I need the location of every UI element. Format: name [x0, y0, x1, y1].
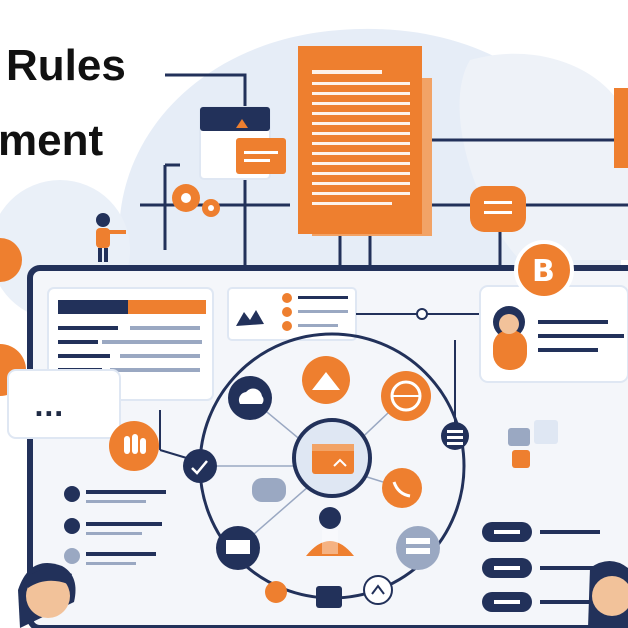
- center-person: [306, 507, 354, 556]
- badge: B: [514, 240, 574, 300]
- mini-browser-card: [199, 106, 286, 180]
- hand-icon: [124, 436, 130, 454]
- gear-icon: [165, 163, 220, 217]
- hub-node-list: [441, 422, 469, 450]
- typing-dots: ...: [34, 393, 64, 423]
- phone-icon: [392, 481, 411, 498]
- hub-node-box: [316, 586, 342, 608]
- database-icon: [406, 538, 430, 544]
- hub-node-globe: [381, 371, 431, 421]
- bottom-right-person: [588, 561, 628, 628]
- hub-node-check: [183, 449, 217, 483]
- right-pill-list: [482, 522, 600, 612]
- puzzle-icon: [508, 420, 558, 468]
- map-card: [227, 287, 357, 341]
- document-icon: [312, 444, 354, 474]
- hub-node-monitor: [216, 526, 260, 570]
- mountain-icon: [312, 372, 340, 390]
- hub-node-cloud: [228, 376, 272, 420]
- edge-orange-circle-top: [0, 238, 22, 282]
- cloud-icon: [238, 388, 264, 404]
- title: Rules ment: [0, 41, 126, 165]
- list-bubble: [470, 186, 526, 232]
- monitor-icon: [226, 540, 250, 554]
- hub-node-database: [396, 526, 440, 570]
- hub-diagram: [109, 332, 469, 608]
- check-icon: [191, 460, 208, 475]
- hub-node-mountain: [302, 356, 350, 404]
- title-line-2: ment: [0, 116, 103, 165]
- hub-node-small-orange: [265, 581, 287, 603]
- left-list: [64, 486, 166, 565]
- hub-node-upload: [363, 575, 393, 605]
- upload-icon: [371, 584, 385, 595]
- hub-node-hand: [109, 421, 159, 471]
- profile-card: [479, 285, 628, 383]
- title-line-1: Rules: [6, 41, 126, 90]
- hub-node-phone: [382, 468, 422, 508]
- hub-node-chat: [252, 478, 286, 502]
- small-person: [96, 213, 126, 262]
- list-icon: [447, 430, 463, 433]
- bottom-left-person: [18, 563, 76, 628]
- edge-document: [614, 88, 628, 168]
- document-lines: [312, 70, 410, 205]
- top-connectors: [140, 73, 628, 270]
- document-stack: [298, 46, 432, 236]
- typing-bubble: ...: [7, 369, 121, 439]
- badge-letter: B: [532, 254, 555, 289]
